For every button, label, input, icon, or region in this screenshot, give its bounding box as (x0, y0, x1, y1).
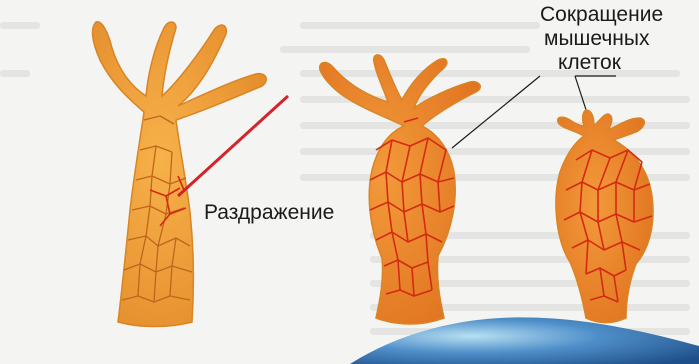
hydra-contracted (556, 110, 653, 323)
contraction-label: Сокращение мышечных клеток (540, 3, 663, 75)
irritation-label: Раздражение (204, 201, 334, 225)
contraction-label-line3: клеток (540, 51, 663, 75)
hydra-relaxed (93, 22, 267, 327)
hydra-relaxed-body (93, 22, 267, 327)
contraction-label-line1: Сокращение (540, 3, 663, 27)
contraction-label-line2: мышечных (540, 27, 663, 51)
